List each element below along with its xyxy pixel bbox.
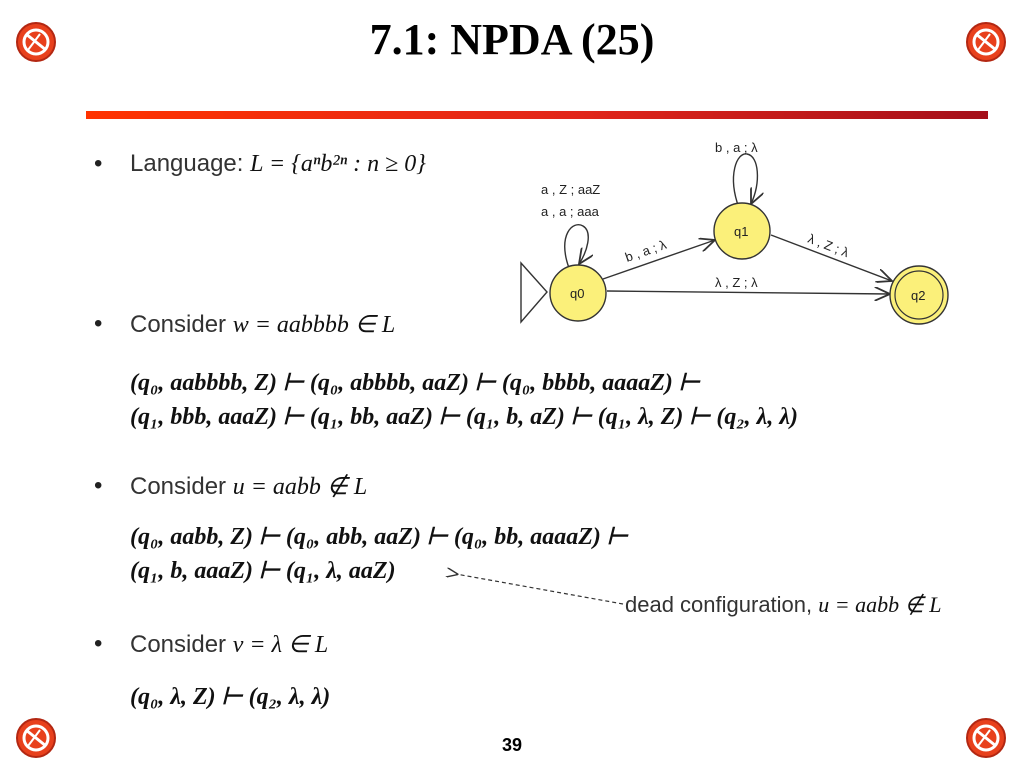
derivation-line: (q₀, aabb, Z) ⊢ (q₀, abb, aaZ) ⊢ (q₀, bb… — [130, 524, 628, 550]
transition-label: b , a ; λ — [715, 140, 758, 155]
derivation-line: (q₀, λ, Z) ⊢ (q₂, λ, λ) — [130, 684, 331, 710]
corner-logo-icon — [16, 718, 56, 758]
bullet-consider-u: Consider u = aabb ∉ L — [130, 472, 367, 501]
bullet-label: Language: — [130, 150, 251, 177]
bullet-marker: • — [94, 630, 103, 657]
title-divider — [86, 111, 988, 119]
transition-q0-q1 — [602, 240, 715, 280]
transition-label: λ , Z ; λ — [715, 275, 758, 290]
bullet-marker: • — [94, 150, 103, 177]
dead-config-arrow — [440, 560, 624, 605]
bullet-label: Consider — [130, 311, 233, 338]
transition-label: b , a ; λ — [623, 237, 669, 265]
state-q0 — [549, 264, 607, 322]
bullet-math: w = aabbbb ∈ L — [232, 312, 396, 338]
note-text: dead configuration, — [625, 592, 819, 617]
corner-logo-icon — [16, 22, 56, 62]
state-q2-accept-ring — [894, 270, 944, 320]
bullet-math: v = λ ∈ L — [232, 632, 329, 658]
note-math: u = aabb ∉ L — [818, 592, 942, 617]
derivation-line: (q₁, bbb, aaaZ) ⊢ (q₁, bb, aaZ) ⊢ (q₁, b… — [130, 404, 798, 430]
transition-q1-loop — [732, 153, 758, 209]
transition-label: λ , Z ; λ — [806, 231, 852, 260]
bullet-math: L = {aⁿb²ⁿ : n ≥ 0} — [250, 151, 426, 177]
bullet-language: Language: L = {aⁿb²ⁿ : n ≥ 0} — [130, 150, 426, 178]
transition-q0-loop — [564, 224, 589, 269]
state-label: q0 — [570, 286, 584, 301]
bullet-marker: • — [94, 472, 103, 499]
slide-title: 7.1: NPDA (25) — [369, 15, 655, 64]
bullet-label: Consider — [130, 631, 233, 658]
corner-logo-icon — [966, 718, 1006, 758]
corner-logo-icon — [966, 22, 1006, 62]
transition-q0-q2 — [606, 291, 890, 294]
transition-label: a , Z ; aaZ — [541, 182, 600, 197]
dead-configuration-note: dead configuration, u = aabb ∉ L — [625, 592, 942, 618]
state-label: q1 — [734, 224, 748, 239]
start-marker — [520, 261, 548, 324]
page-number: 39 — [501, 735, 523, 755]
derivation-line: (q₀, aabbbb, Z) ⊢ (q₀, abbbb, aaZ) ⊢ (q₀… — [130, 370, 700, 396]
npda-diagram: q0 q1 q2 a , Z ; aaZ a , a ; aaa b , a ;… — [520, 140, 949, 325]
derivation-line: (q₁, b, aaaZ) ⊢ (q₁, λ, aaZ) — [130, 558, 396, 584]
bullet-consider-v: Consider v = λ ∈ L — [130, 630, 328, 659]
transition-label: a , a ; aaa — [541, 204, 600, 219]
state-label: q2 — [911, 288, 925, 303]
state-q1 — [713, 202, 771, 260]
state-q2 — [889, 265, 949, 325]
bullet-label: Consider — [130, 473, 233, 500]
bullet-marker: • — [94, 310, 103, 337]
bullet-consider-w: Consider w = aabbbb ∈ L — [130, 310, 395, 339]
bullet-math: u = aabb ∉ L — [232, 474, 368, 500]
transition-q1-q2 — [770, 234, 892, 281]
